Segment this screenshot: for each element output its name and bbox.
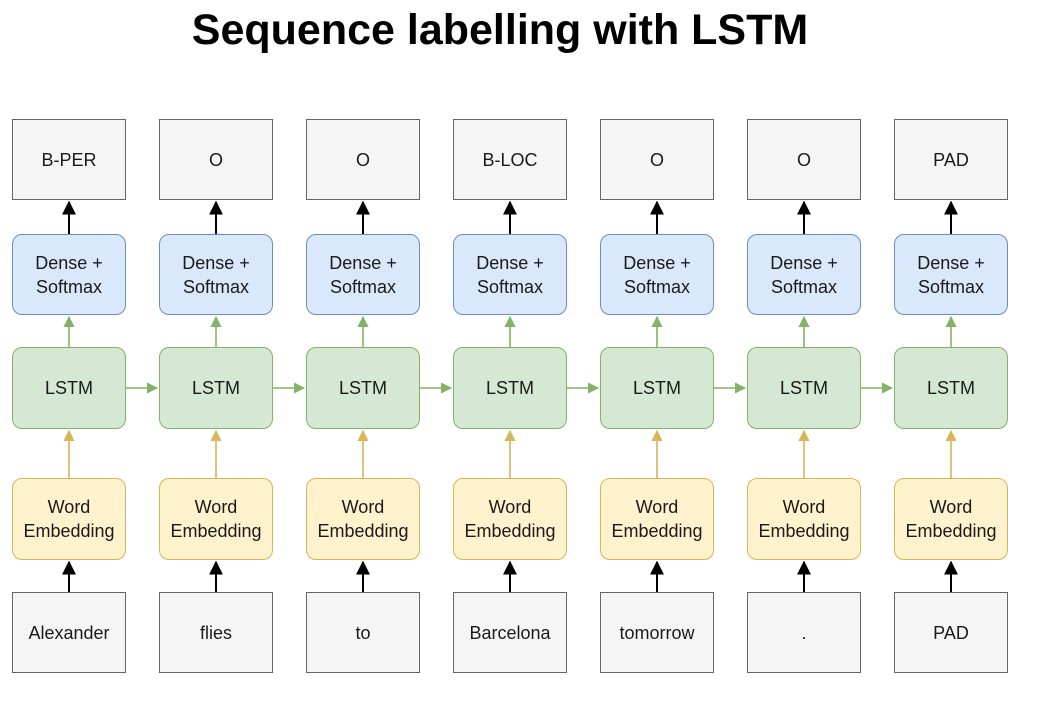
output-label-box: B-LOC [453,119,567,200]
input-word-box: Alexander [12,592,126,673]
output-label-text: O [649,149,664,170]
lstm-box: LSTM [894,347,1008,429]
input-word-text: Barcelona [469,622,551,643]
dense-softmax-box: Dense +Softmax [747,234,861,315]
lstm-box: LSTM [600,347,714,429]
dense-softmax-text: Dense +Softmax [329,252,397,297]
output-label-box: O [306,119,420,200]
input-word-text: to [355,622,371,643]
output-label-box: O [600,119,714,200]
dense-softmax-text: Dense +Softmax [182,252,250,297]
dense-softmax-box: Dense +Softmax [600,234,714,315]
input-word-text: tomorrow [619,622,695,643]
input-word-box: . [747,592,861,673]
dense-softmax-box: Dense +Softmax [12,234,126,315]
dense-softmax-box: Dense +Softmax [453,234,567,315]
input-word-box: PAD [894,592,1008,673]
lstm-box: LSTM [159,347,273,429]
lstm-box: LSTM [747,347,861,429]
output-label-box: O [747,119,861,200]
output-label-text: O [355,149,370,170]
lstm-text: LSTM [779,378,828,398]
output-label-text: PAD [933,149,969,170]
lstm-text: LSTM [191,378,240,398]
input-word-box: Barcelona [453,592,567,673]
output-label-text: B-PER [41,149,97,170]
dense-softmax-box: Dense +Softmax [894,234,1008,315]
lstm-text: LSTM [485,378,534,398]
dense-softmax-text: Dense +Softmax [476,252,544,297]
dense-softmax-text: Dense +Softmax [917,252,985,297]
lstm-text: LSTM [44,378,93,398]
lstm-text: LSTM [926,378,975,398]
lstm-text: LSTM [338,378,387,398]
input-word-box: flies [159,592,273,673]
dense-softmax-text: Dense +Softmax [770,252,838,297]
lstm-box: LSTM [306,347,420,429]
input-word-text: Alexander [28,622,110,643]
input-word-text: flies [199,622,232,643]
input-word-box: tomorrow [600,592,714,673]
output-label-box: PAD [894,119,1008,200]
output-label-text: O [796,149,811,170]
output-label-box: O [159,119,273,200]
input-word-text: . [801,622,807,643]
dense-softmax-box: Dense +Softmax [159,234,273,315]
input-word-text: PAD [933,622,969,643]
input-word-box: to [306,592,420,673]
dense-softmax-text: Dense +Softmax [35,252,103,297]
dense-softmax-box: Dense +Softmax [306,234,420,315]
output-label-text: B-LOC [482,149,538,170]
output-label-box: B-PER [12,119,126,200]
lstm-box: LSTM [453,347,567,429]
arrows-group [62,200,958,592]
diagram-title: Sequence labelling with LSTM [191,6,809,54]
dense-softmax-text: Dense +Softmax [623,252,691,297]
output-label-text: O [208,149,223,170]
lstm-box: LSTM [12,347,126,429]
lstm-text: LSTM [632,378,681,398]
